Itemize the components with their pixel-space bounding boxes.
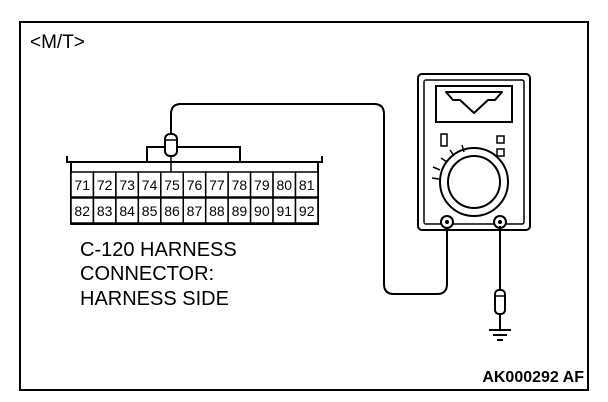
connector-shell — [66, 156, 323, 225]
pin-number-79: 79 — [254, 177, 270, 193]
pin-number-74: 74 — [142, 177, 158, 193]
connector-latch — [146, 146, 241, 162]
pin-number-78: 78 — [232, 177, 248, 193]
connector-pin-grid: 71 72 73 74 75 76 77 78 79 80 81 82 83 84 85 86 87 88 89 90… — [70, 161, 319, 224]
pin-number-85: 85 — [142, 203, 158, 219]
pin-number-90: 90 — [254, 203, 270, 219]
ground-probe — [494, 289, 506, 315]
reference-code: AK000292 AF — [482, 369, 584, 386]
pin-number-84: 84 — [119, 203, 135, 219]
test-lead-positive — [170, 103, 448, 295]
harness-connector: 71 72 73 74 75 76 77 78 79 80 81 82 83 84 85 86 87 88 89 90… — [66, 146, 323, 225]
mode-indicator-icon — [440, 133, 448, 147]
voltmeter-icon — [417, 73, 531, 231]
connector-name-line-2: CONNECTOR: — [80, 263, 214, 285]
connector-name-line-1: C-120 HARNESS — [80, 239, 237, 261]
probe-handle — [164, 133, 178, 157]
mode-button-icon — [496, 135, 505, 144]
pin-number-83: 83 — [97, 203, 113, 219]
pin-number-75: 75 — [164, 177, 180, 193]
pin-number-80: 80 — [276, 177, 292, 193]
pin-number-71: 71 — [74, 177, 90, 193]
variant-label: <M/T> — [30, 32, 85, 53]
pin-number-82: 82 — [74, 203, 90, 219]
pin-number-86: 86 — [164, 203, 180, 219]
pin-number-87: 87 — [187, 203, 203, 219]
ground-symbol-icon — [489, 314, 511, 341]
pin-number-91: 91 — [276, 203, 292, 219]
selector-dial — [447, 155, 501, 209]
pin-number-77: 77 — [209, 177, 225, 193]
volt-symbol-icon — [445, 91, 503, 114]
pin-number-72: 72 — [97, 177, 113, 193]
pin-number-92: 92 — [299, 203, 315, 219]
pin-number-88: 88 — [209, 203, 225, 219]
mode-button-icon — [496, 148, 505, 157]
pin-number-89: 89 — [232, 203, 248, 219]
pin-number-81: 81 — [299, 177, 315, 193]
pin-cell — [294, 171, 319, 198]
connector-name-line-3: HARNESS SIDE — [80, 288, 229, 310]
pin-number-76: 76 — [187, 177, 203, 193]
pin-number-73: 73 — [119, 177, 135, 193]
pin-cell — [294, 197, 319, 224]
